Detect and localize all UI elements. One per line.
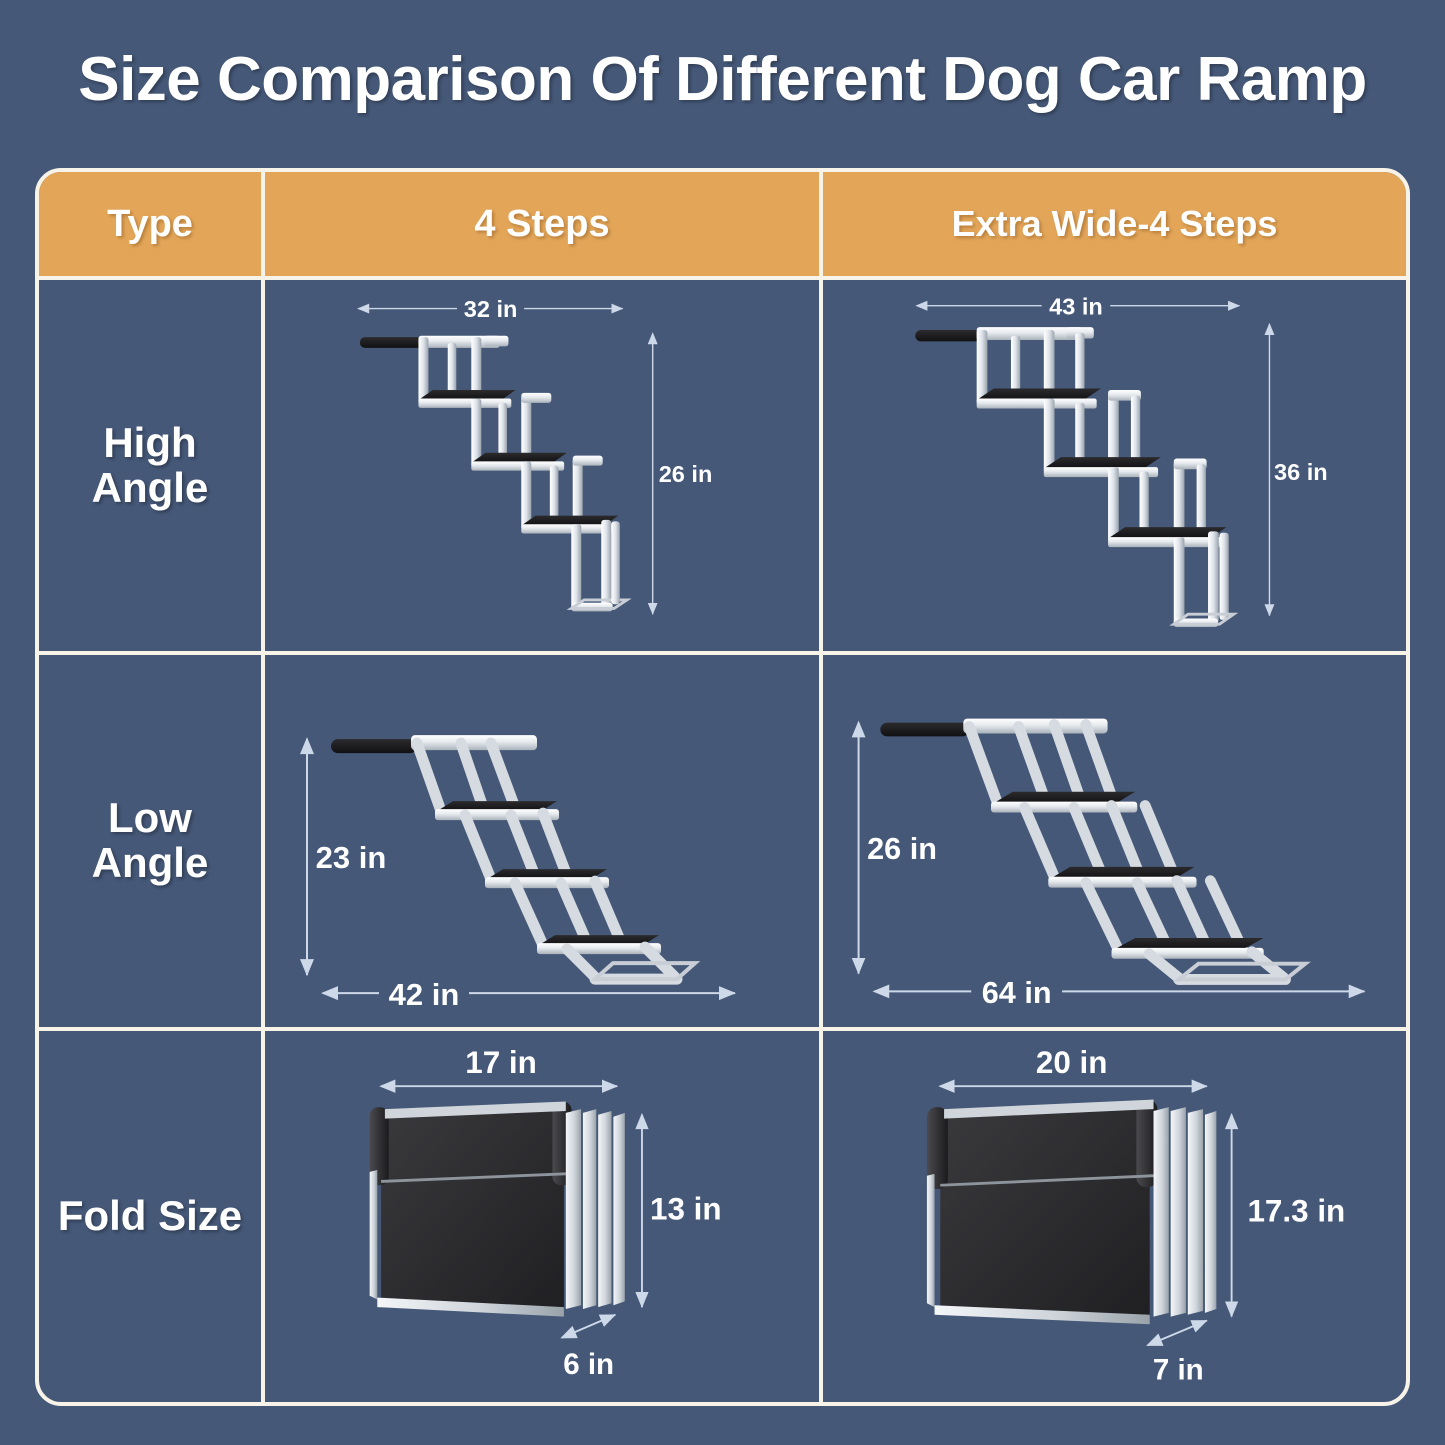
page-title: Size Comparison Of Different Dog Car Ram… <box>78 45 1367 114</box>
header-label-4-steps: 4 Steps <box>474 202 610 245</box>
diagram-folded-pack-wide: 20 in 17.3 in 7 in <box>823 1031 1406 1402</box>
dim-label-height: 23 in <box>316 840 387 875</box>
vertical-divider <box>819 1030 823 1402</box>
dim-label-height: 36 in <box>1274 459 1328 485</box>
dim-label-width: 17 in <box>465 1045 537 1080</box>
horizontal-divider <box>39 651 1406 656</box>
dim-label-height: 13 in <box>650 1191 722 1226</box>
cell-fold-size-4-steps: 17 in 13 in 6 in <box>265 1031 819 1402</box>
horizontal-divider <box>39 1026 1406 1031</box>
dim-label-width: 20 in <box>1036 1045 1108 1080</box>
row-label-high-angle: High Angle <box>39 280 261 651</box>
dim-label-width: 43 in <box>1049 293 1103 319</box>
cell-fold-size-extra-wide: 20 in 17.3 in 7 in <box>823 1031 1406 1402</box>
header-label-type: Type <box>107 202 193 245</box>
header-cell-extra-wide: Extra Wide-4 Steps <box>823 172 1406 276</box>
dim-label-width: 32 in <box>464 296 518 322</box>
row-label-line1: High <box>103 419 197 467</box>
table-row: Fold Size <box>39 1030 1406 1402</box>
row-label-low-angle: Low Angle <box>39 655 261 1026</box>
row-label-line1: Low <box>108 794 192 842</box>
vertical-divider <box>819 172 823 276</box>
vertical-divider <box>261 280 265 652</box>
dim-label-depth: 7 in <box>1153 1353 1204 1386</box>
table-row: High Angle <box>39 280 1406 652</box>
diagram-stairs-low-angle: 23 in 42 in <box>265 655 819 1026</box>
cell-high-angle-extra-wide: 43 in 36 in <box>823 280 1406 651</box>
dim-label-height: 26 in <box>659 461 713 487</box>
table-row: Low Angle 23 in 42 in <box>39 655 1406 1027</box>
comparison-table: Type 4 Steps Extra Wide-4 Steps High Ang… <box>35 168 1410 1406</box>
vertical-divider <box>261 1030 265 1402</box>
header-label-extra-wide: Extra Wide-4 Steps <box>951 203 1278 244</box>
dim-label-length: 64 in <box>982 977 1052 1011</box>
table-header-row: Type 4 Steps Extra Wide-4 Steps <box>39 172 1406 276</box>
header-cell-type: Type <box>39 172 261 276</box>
vertical-divider <box>819 655 823 1027</box>
vertical-divider <box>261 172 265 276</box>
diagram-stairs-high-angle-wide: 43 in 36 in <box>823 280 1406 651</box>
diagram-stairs-high-angle: 32 in 26 in <box>265 280 819 651</box>
row-label-fold-size: Fold Size <box>39 1031 261 1402</box>
dim-label-length: 42 in <box>389 977 460 1012</box>
diagram-folded-pack: 17 in 13 in 6 in <box>265 1031 819 1402</box>
row-label-line1: Fold Size <box>57 1192 243 1240</box>
dim-label-height: 17.3 in <box>1247 1193 1345 1228</box>
row-label-line2: Angle <box>91 463 209 511</box>
cell-high-angle-4-steps: 32 in 26 in <box>265 280 819 651</box>
dim-label-height: 26 in <box>867 832 937 866</box>
row-label-line2: Angle <box>91 838 209 886</box>
horizontal-divider <box>39 276 1406 280</box>
diagram-stairs-low-angle-wide: 26 in 64 in <box>823 655 1406 1026</box>
vertical-divider <box>819 280 823 652</box>
vertical-divider <box>261 655 265 1027</box>
cell-low-angle-extra-wide: 26 in 64 in <box>823 655 1406 1026</box>
cell-low-angle-4-steps: 23 in 42 in <box>265 655 819 1026</box>
dim-label-depth: 6 in <box>563 1347 614 1380</box>
header-cell-4-steps: 4 Steps <box>265 172 819 276</box>
